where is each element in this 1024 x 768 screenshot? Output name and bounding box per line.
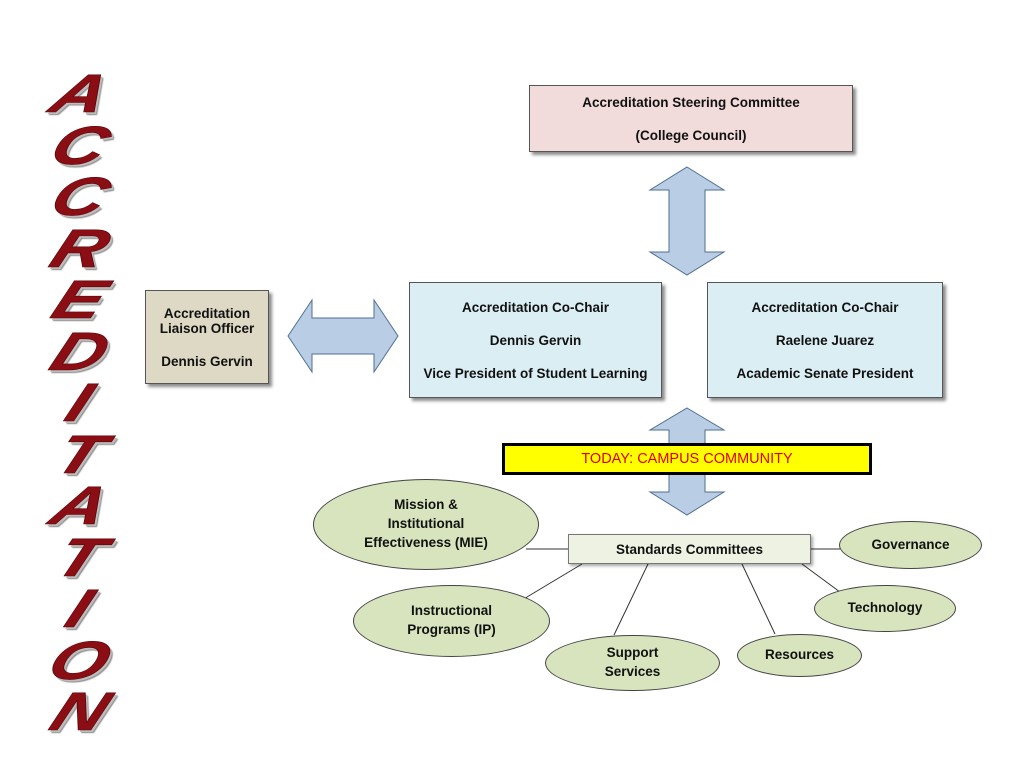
double-arrow-vertical-top [648, 166, 726, 276]
connector-line [801, 563, 841, 593]
committee-label: Effectiveness (MIE) [364, 534, 488, 550]
connector-line [741, 563, 776, 635]
co-chair-role: Academic Senate President [736, 365, 914, 381]
committee-label: Services [604, 664, 661, 679]
committee-label: Resources [764, 647, 835, 663]
liaison-officer-box: Accreditation Liaison Officer Dennis Ger… [145, 290, 269, 384]
co-chair-box-gervin: Accreditation Co-Chair Dennis Gervin Vic… [409, 282, 662, 398]
co-chair-title: Accreditation Co-Chair [751, 299, 899, 315]
committee-label: Support [606, 645, 659, 661]
steering-committee-box: Accreditation Steering Committee (Colleg… [529, 85, 853, 152]
committee-technology: Technology [814, 585, 956, 632]
liaison-title-line2: Liaison Officer [159, 320, 255, 336]
liaison-title-line1: Accreditation [163, 305, 251, 321]
committee-label: Programs (IP) [407, 622, 496, 637]
committee-label: Technology [847, 600, 923, 616]
committee-label: Instructional [410, 603, 492, 619]
committee-governance: Governance [839, 521, 982, 569]
co-chair-title: Accreditation Co-Chair [461, 299, 610, 315]
committee-mie: Mission & Institutional Effectiveness (M… [313, 479, 539, 570]
co-chair-name: Dennis Gervin [489, 332, 582, 348]
liaison-name: Dennis Gervin [161, 353, 253, 369]
double-arrow-horizontal [287, 298, 399, 374]
standards-label: Standards Committees [615, 541, 764, 557]
co-chair-box-juarez: Accreditation Co-Chair Raelene Juarez Ac… [707, 282, 943, 398]
committee-label: Governance [871, 536, 950, 552]
connector-line [521, 563, 583, 601]
committee-resources: Resources [737, 634, 862, 677]
standards-committees-box: Standards Committees [568, 534, 811, 564]
steering-title: Accreditation Steering Committee [582, 94, 800, 110]
committee-ip: Instructional Programs (IP) [353, 585, 550, 657]
today-banner: TODAY: CAMPUS COMMUNITY [502, 443, 872, 475]
today-banner-text: TODAY: CAMPUS COMMUNITY [581, 451, 793, 467]
committee-label: Institutional [387, 516, 465, 532]
committee-label: Mission & [394, 497, 458, 513]
committee-support-services: Support Services [545, 635, 720, 691]
co-chair-role: Vice President of Student Learning [423, 365, 648, 381]
steering-subtitle: (College Council) [635, 127, 747, 143]
connector-line [613, 563, 649, 636]
co-chair-name: Raelene Juarez [775, 332, 875, 348]
